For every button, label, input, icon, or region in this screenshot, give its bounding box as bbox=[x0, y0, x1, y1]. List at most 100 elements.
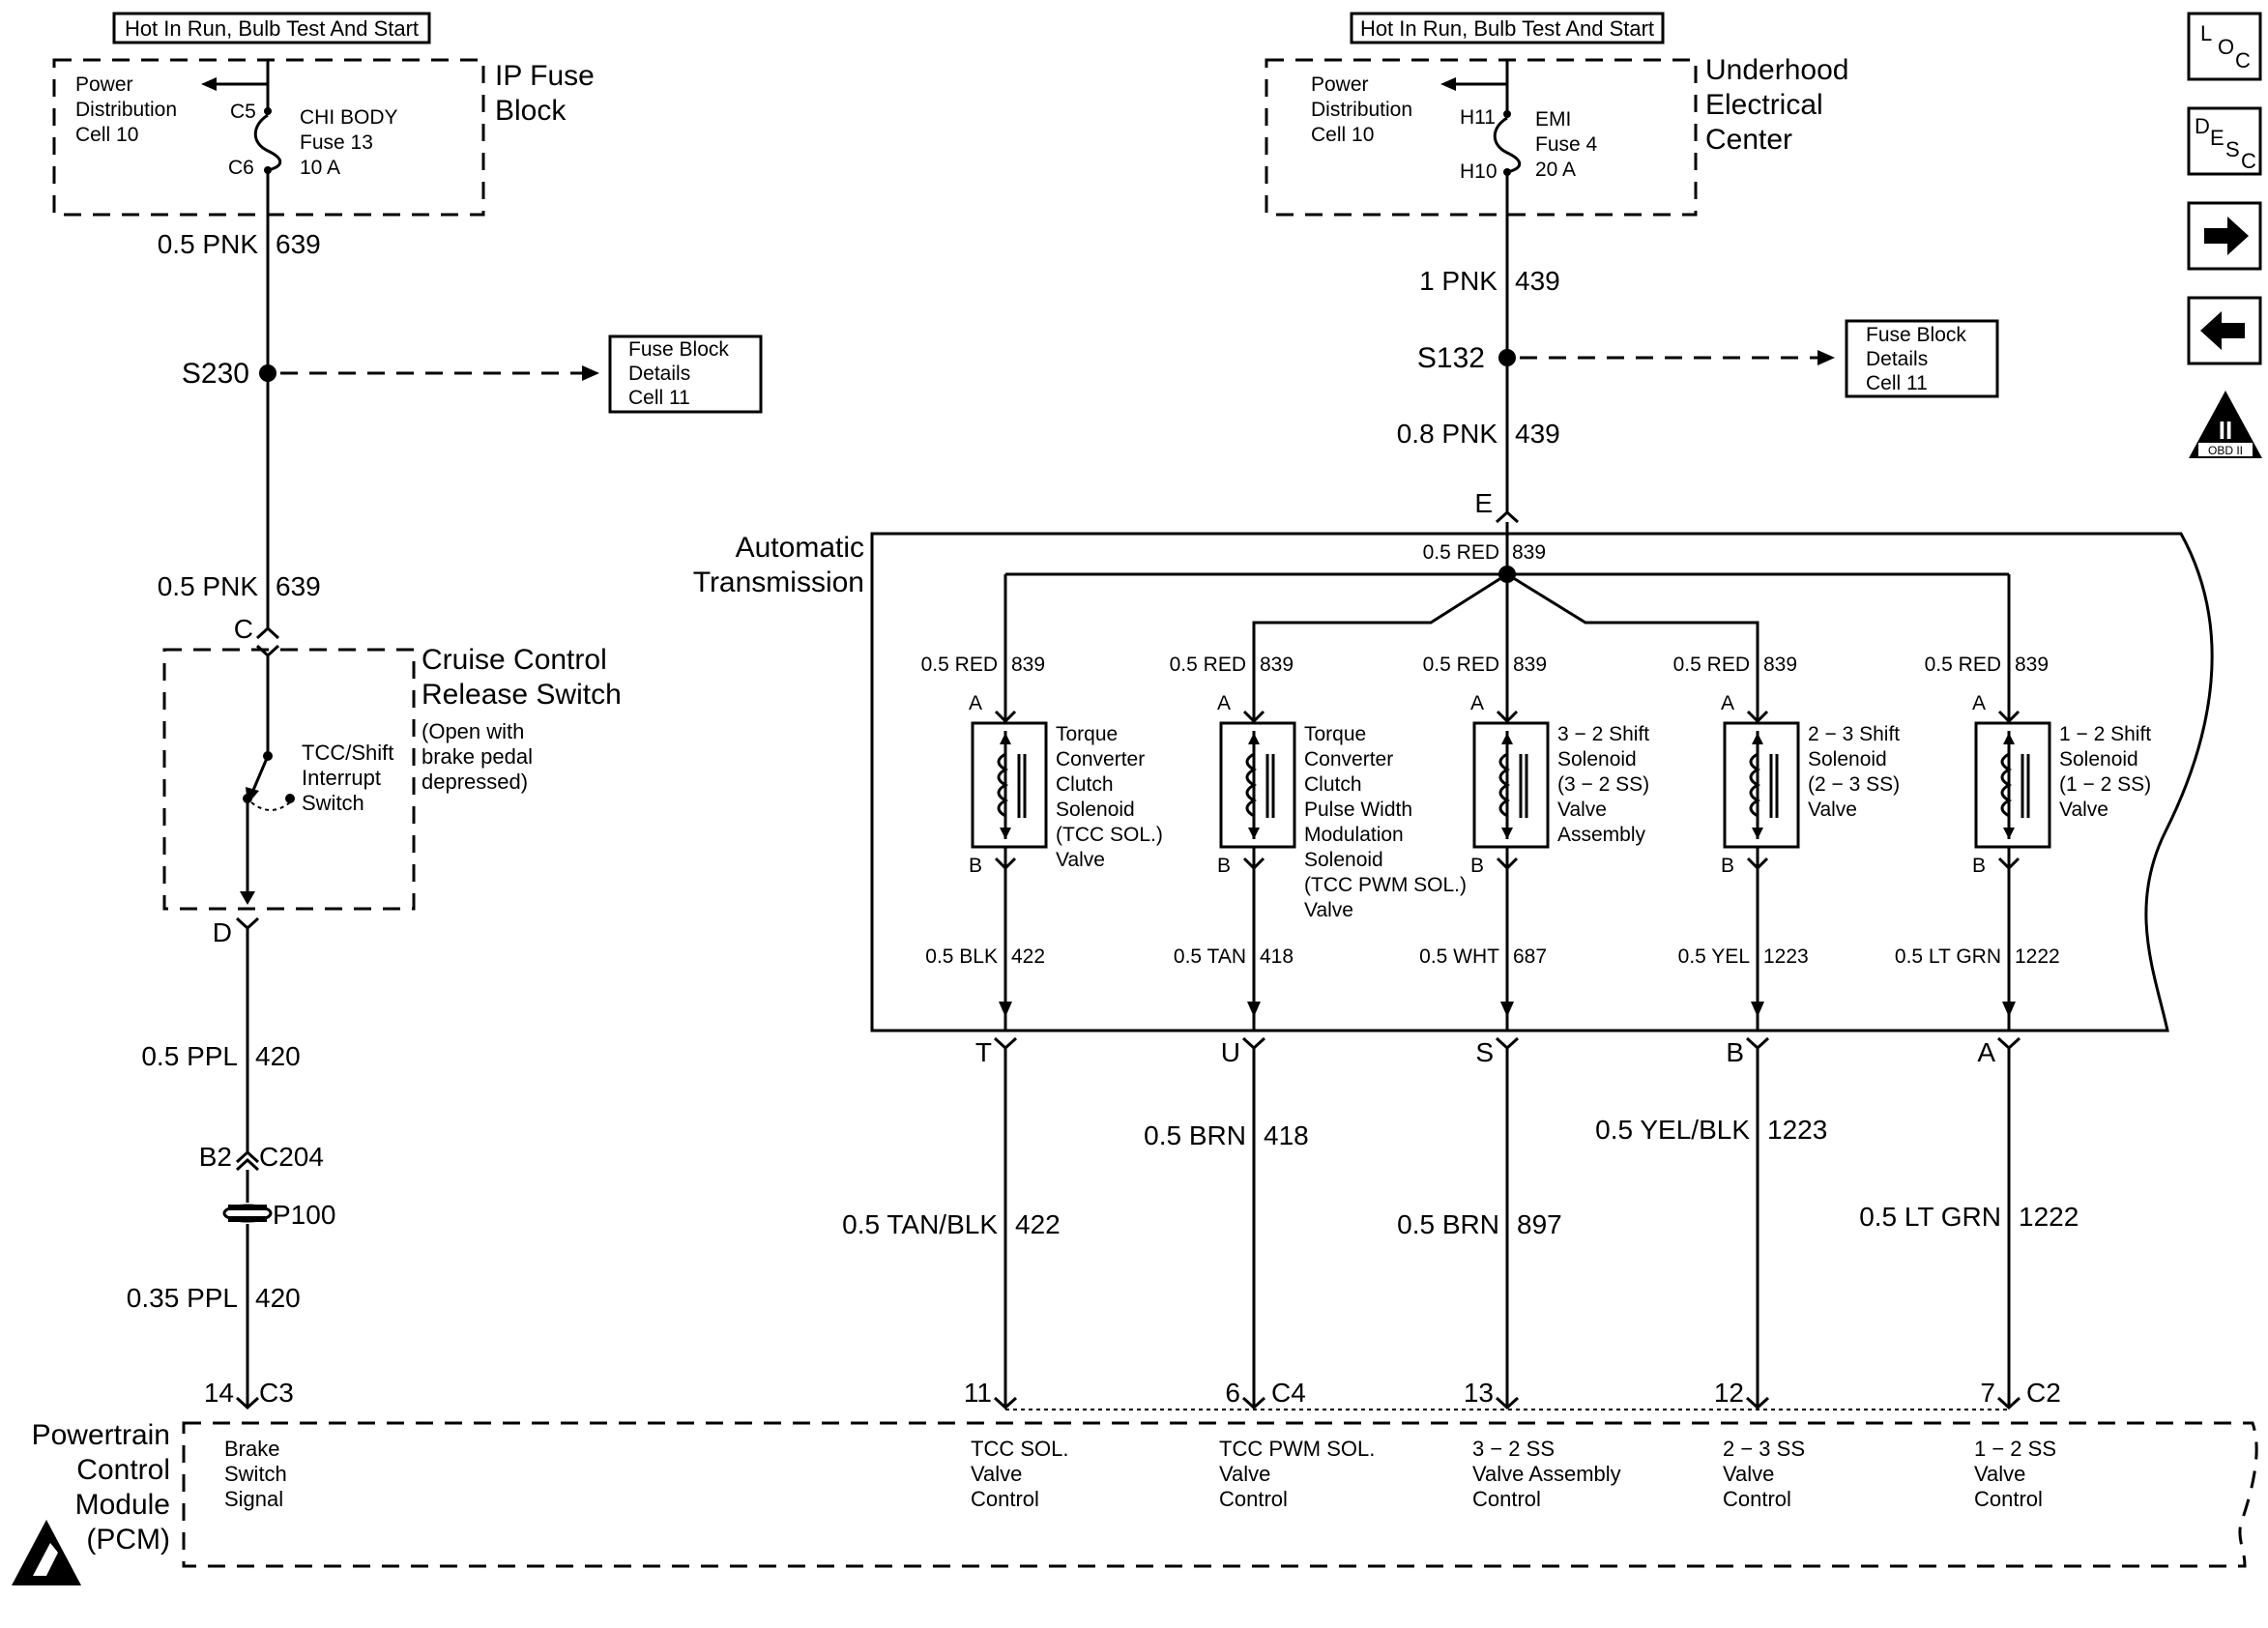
solenoid-terminal-b: B bbox=[1972, 855, 1986, 877]
solenoid-name-line: (3 − 2 SS) bbox=[1557, 773, 1649, 796]
uec-fuse-label-1: EMI bbox=[1535, 108, 1571, 131]
pcm-function-line: Control bbox=[1472, 1487, 1541, 1511]
solenoid-name-line: Torque bbox=[1056, 723, 1118, 745]
solenoid-name-line: Valve bbox=[1557, 799, 1607, 821]
pcm-pin-label: 13 bbox=[1464, 1378, 1494, 1408]
conn-d-label: D bbox=[213, 917, 232, 947]
solenoid-name-line: Solenoid bbox=[2059, 748, 2138, 770]
c204-label: C204 bbox=[259, 1142, 324, 1172]
solenoid-terminal-b: B bbox=[1721, 855, 1734, 877]
fbd-right-3: Cell 11 bbox=[1866, 372, 1928, 394]
uec-power-dist-2: Distribution bbox=[1311, 99, 1412, 121]
prev-button[interactable] bbox=[2187, 296, 2262, 365]
ip-wire2-color: 0.5 PNK bbox=[158, 571, 259, 601]
uec-wire2-color: 0.8 PNK bbox=[1397, 419, 1498, 449]
fuse-block-details-left[interactable] bbox=[608, 334, 763, 414]
solenoid-name-line: Valve bbox=[1056, 849, 1105, 871]
harness-wire-color: 0.5 LT GRN bbox=[1859, 1202, 2001, 1232]
desc-s: S bbox=[2225, 137, 2240, 161]
harness-wire-circuit: 1222 bbox=[2019, 1202, 2079, 1232]
solenoid-out-wire-color: 0.5 LT GRN bbox=[1895, 945, 2001, 968]
trans-connector-label: S bbox=[1475, 1037, 1494, 1067]
solenoid-out-wire-circuit: 1222 bbox=[2015, 945, 2060, 968]
fbd-left-2: Details bbox=[628, 363, 690, 385]
cruise-title-1: Cruise Control bbox=[422, 644, 607, 676]
uec-title-2: Electrical bbox=[1705, 89, 1823, 121]
trans-title-2: Transmission bbox=[693, 567, 864, 598]
switch-label-2: Interrupt bbox=[302, 766, 381, 790]
cruise-switch-outline bbox=[162, 648, 416, 911]
hot-label-right: Hot In Run, Bulb Test And Start bbox=[1360, 16, 1654, 41]
pcm-title-3: Module bbox=[75, 1489, 170, 1521]
solenoid-name-line: Solenoid bbox=[1056, 799, 1135, 821]
switch-label-3: Switch bbox=[302, 791, 364, 815]
loc-o: O bbox=[2218, 35, 2234, 59]
solenoid-name-line: Valve bbox=[1304, 899, 1353, 921]
loc-button[interactable]: L O C bbox=[2187, 12, 2262, 81]
solenoid-terminal-a: A bbox=[1972, 692, 1986, 714]
uec-h10-label: H10 bbox=[1460, 160, 1497, 183]
uec-power-arrow bbox=[1440, 77, 1456, 91]
ip-power-arrow bbox=[201, 77, 217, 91]
ip-fuse-label-2: Fuse 13 bbox=[300, 131, 373, 154]
solenoid-coil bbox=[1498, 752, 1511, 818]
solenoid-name-line: Converter bbox=[1304, 748, 1393, 770]
ip-wire1-color: 0.5 PNK bbox=[158, 229, 259, 259]
cruise-title-2: Release Switch bbox=[422, 679, 622, 711]
pcm-function-line: Valve Assembly bbox=[1472, 1462, 1621, 1486]
ip-fuse-block: Hot In Run, Bulb Test And Start IP Fuse … bbox=[52, 12, 595, 217]
trans-connector-label: T bbox=[975, 1037, 992, 1067]
loc-c: C bbox=[2235, 48, 2251, 73]
pcm-function-line: Control bbox=[1219, 1487, 1288, 1511]
pcm-title-1: Powertrain bbox=[32, 1419, 170, 1451]
solenoid-terminal-a: A bbox=[969, 692, 982, 714]
trans-title-1: Automatic bbox=[736, 532, 864, 564]
p100-label: P100 bbox=[273, 1200, 335, 1230]
solenoid-name-line: (2 − 3 SS) bbox=[1808, 773, 1900, 796]
solenoid-in-wire-color: 0.5 RED bbox=[1925, 654, 2001, 676]
brake-signal-1: Brake bbox=[224, 1437, 279, 1461]
fuse-block-details-right[interactable] bbox=[1845, 319, 1999, 398]
harness-wire-circuit: 418 bbox=[1264, 1120, 1309, 1150]
solenoid-name-line: (1 − 2 SS) bbox=[2059, 773, 2151, 796]
solenoid-name-line: 1 − 2 Shift bbox=[2059, 723, 2151, 745]
hot-label-box-right bbox=[1350, 12, 1665, 44]
solenoid-terminal-a: A bbox=[1721, 692, 1734, 714]
harness-wire-circuit: 1223 bbox=[1767, 1115, 1827, 1145]
uec-wire1-color: 1 PNK bbox=[1419, 266, 1497, 296]
pcm: Powertrain Control Module (PCM) Brake Sw… bbox=[12, 1409, 2258, 1585]
loc-l: L bbox=[2200, 21, 2212, 45]
splice-s132-label: S132 bbox=[1417, 342, 1485, 374]
cruise-wire3-circuit: 420 bbox=[255, 1041, 301, 1071]
trans-connector-label: B bbox=[1726, 1037, 1744, 1067]
ip-c5-label: C5 bbox=[230, 101, 256, 123]
fbd-left-1: Fuse Block bbox=[628, 338, 729, 361]
ip-power-dist-2: Distribution bbox=[75, 99, 177, 121]
solenoid-name-line: Torque bbox=[1304, 723, 1366, 745]
pcm-connector-label: C2 bbox=[2026, 1378, 2061, 1408]
solenoid-name-line: Converter bbox=[1056, 748, 1145, 770]
hot-label-left: Hot In Run, Bulb Test And Start bbox=[125, 16, 419, 41]
solenoid-name-line: (TCC SOL.) bbox=[1056, 824, 1163, 846]
ip-fuse-symbol bbox=[253, 113, 282, 172]
obd-ii-numeral: II bbox=[2219, 416, 2232, 445]
conn-c-label: C bbox=[234, 614, 253, 644]
trans-top-wire-circuit: 839 bbox=[1512, 541, 1546, 564]
desc-button[interactable]: D E S C bbox=[2187, 106, 2262, 176]
trans-top-wire-color: 0.5 RED bbox=[1423, 541, 1499, 564]
p100-passthrough bbox=[222, 1204, 273, 1223]
pcm-pin-14: 14 bbox=[204, 1378, 234, 1408]
ip-fuse-label-3: 10 A bbox=[300, 157, 340, 179]
solenoid-terminal-b: B bbox=[969, 855, 982, 877]
pcm-connector-label: C4 bbox=[1271, 1378, 1306, 1408]
next-button[interactable] bbox=[2187, 201, 2262, 271]
solenoid-out-wire-circuit: 422 bbox=[1011, 945, 1045, 968]
solenoid-name-line: Modulation bbox=[1304, 824, 1404, 846]
solenoid-in-wire-color: 0.5 RED bbox=[921, 654, 998, 676]
solenoid-in-wire-color: 0.5 RED bbox=[1170, 654, 1246, 676]
harness-wire-circuit: 897 bbox=[1517, 1209, 1562, 1239]
uec-title-3: Center bbox=[1705, 124, 1792, 156]
solenoid-name-line: (TCC PWM SOL.) bbox=[1304, 874, 1467, 896]
obd-ii-button[interactable]: II OBD II bbox=[2189, 391, 2262, 458]
